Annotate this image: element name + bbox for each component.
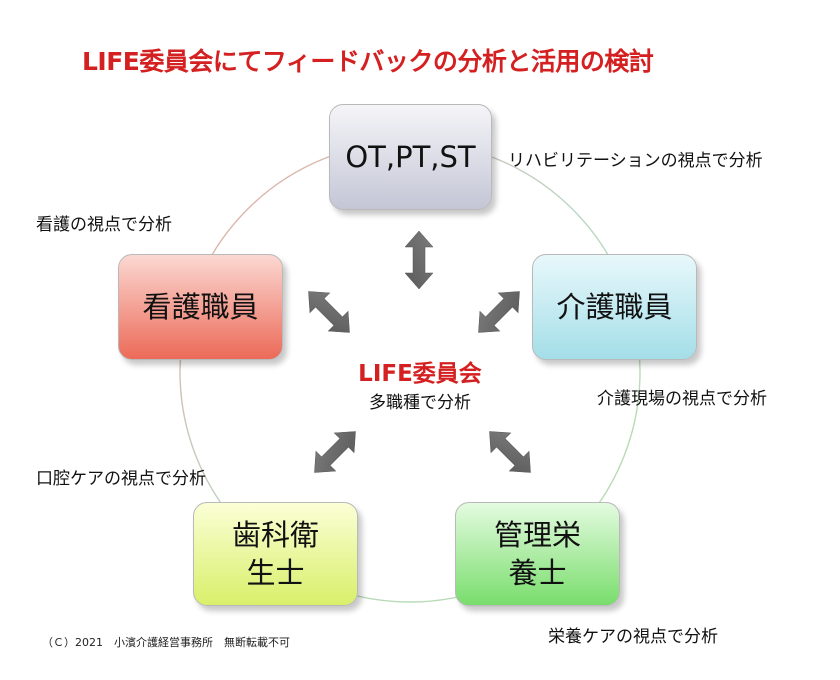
center-subtitle: 多職種で分析 <box>369 393 471 413</box>
node-dietitian: 管理栄養士 <box>455 502 620 606</box>
caption-oral-care: 口腔ケアの視点で分析 <box>36 469 206 489</box>
copyright-notice: （Ｃ）2021 小濱介護経営事務所 無断転載不可 <box>42 636 290 649</box>
center-title: LIFE委員会 <box>358 361 482 387</box>
caption-care: 介護現場の視点で分析 <box>597 389 767 409</box>
caption-rehab: リハビリテーションの視点で分析 <box>508 151 763 171</box>
node-care-staff: 介護職員 <box>532 254 697 360</box>
caption-nursing: 看護の視点で分析 <box>36 215 172 235</box>
node-ot-pt-st: OT,PT,ST <box>329 104 492 210</box>
arrow-shika-center <box>304 421 366 483</box>
node-nursing-staff: 看護職員 <box>118 254 283 360</box>
caption-nutrition: 栄養ケアの視点で分析 <box>548 627 718 647</box>
arrow-eiyo-center <box>479 421 541 483</box>
arrow-kango-center <box>298 281 360 343</box>
arrow-kaigo-center <box>468 281 530 343</box>
node-dental-hygienist: 歯科衛生士 <box>193 502 358 606</box>
arrow-ot-center <box>404 230 434 290</box>
page-title: LIFE委員会にてフィードバックの分析と活用の検討 <box>82 47 654 76</box>
